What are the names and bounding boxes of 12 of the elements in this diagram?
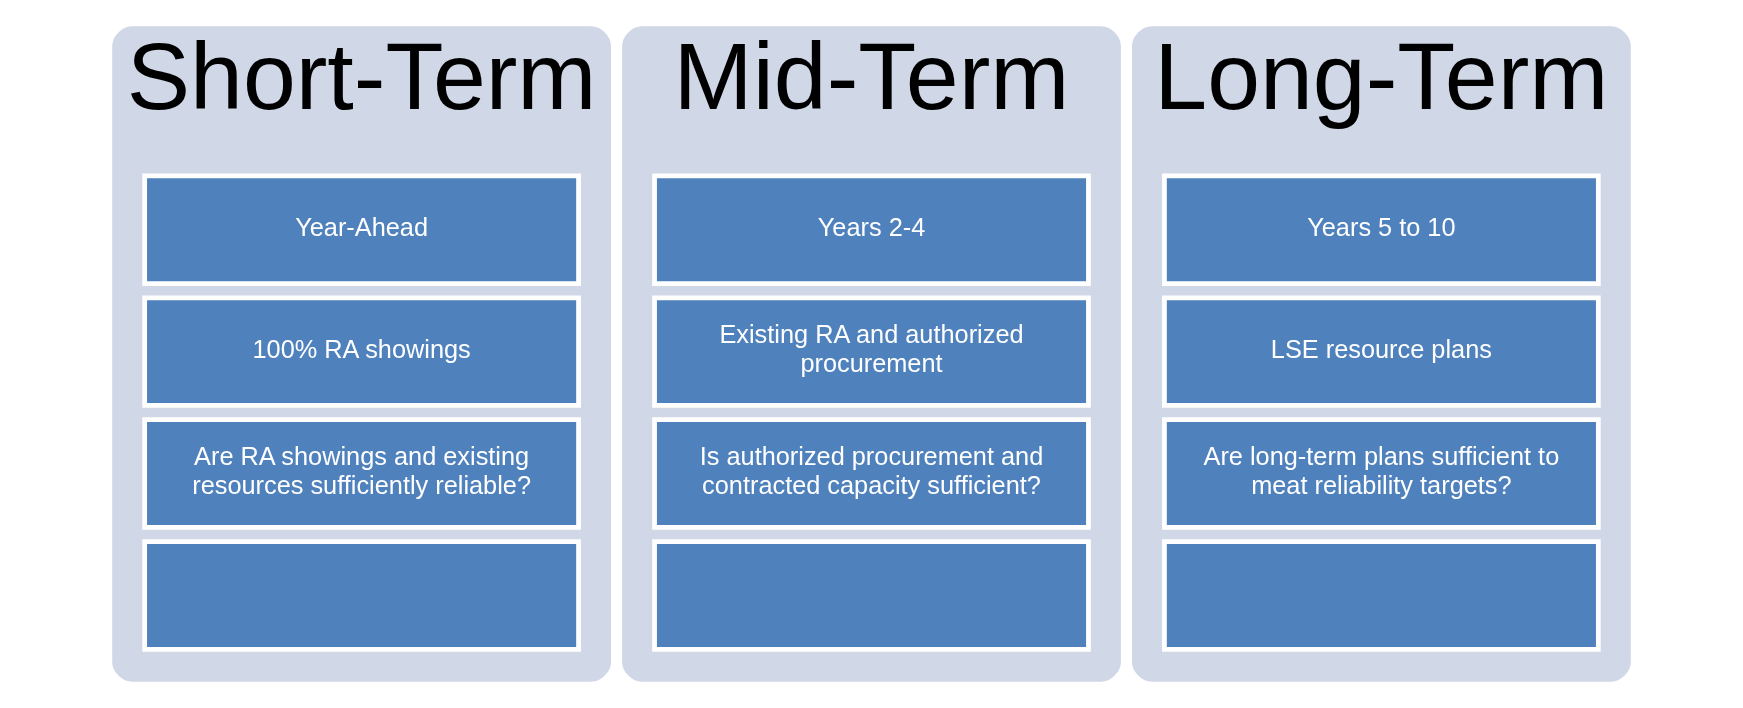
node-box: Are long-term plans sufficient to meat reliability targets? — [1162, 417, 1601, 530]
node-box — [142, 539, 581, 652]
node-box: Are RA showings and existing resources sufficiently reliable? — [142, 417, 581, 530]
node-box: Is authorized procurement and contracted capacity sufficient? — [652, 417, 1091, 530]
node-box — [652, 539, 1091, 652]
node-box: Years 2-4 — [652, 173, 1091, 286]
node-box: LSE resource plans — [1162, 295, 1601, 408]
node-box: 100% RA showings — [142, 295, 581, 408]
node-box — [1162, 539, 1601, 652]
node-box: Years 5 to 10 — [1162, 173, 1601, 286]
node-box: Existing RA and authorized procurement — [652, 295, 1091, 408]
node-box: Year-Ahead — [142, 173, 581, 286]
